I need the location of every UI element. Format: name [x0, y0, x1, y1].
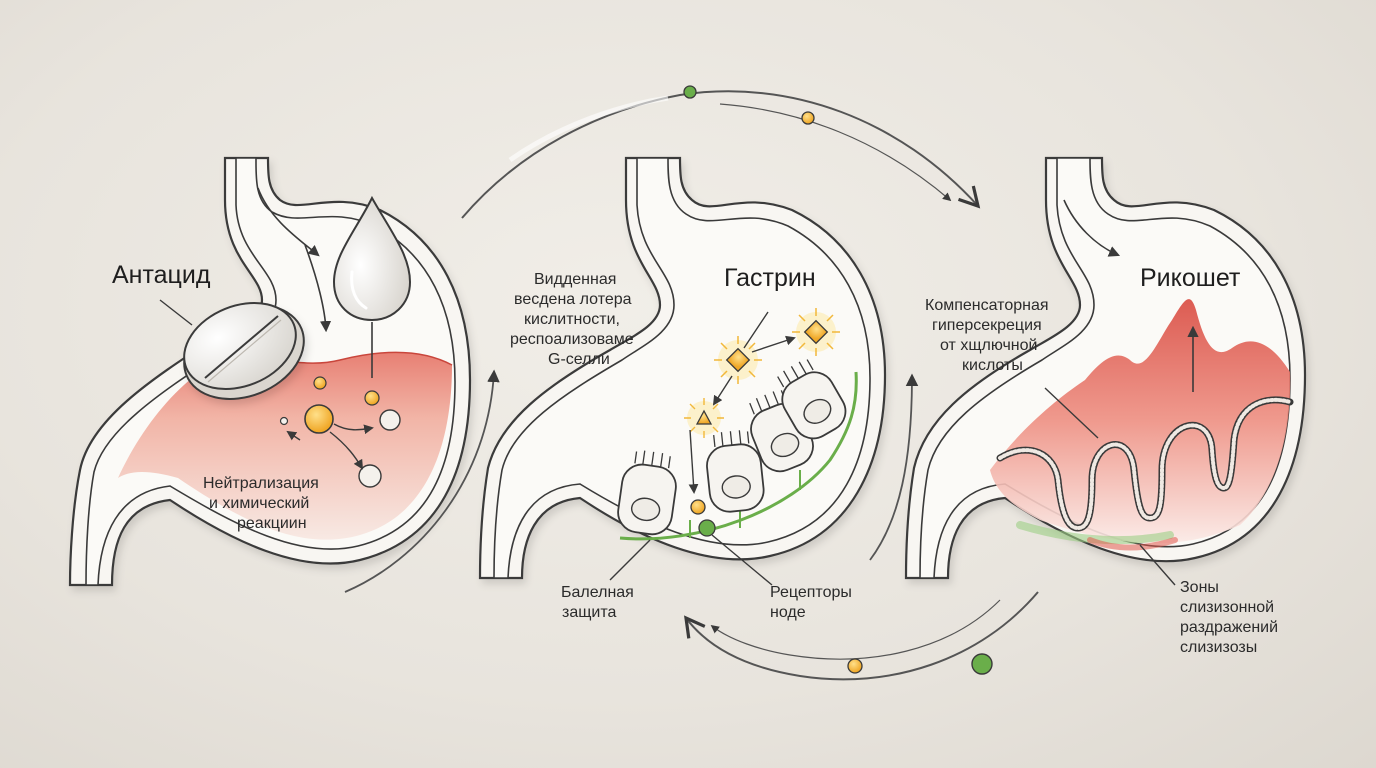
top-cycle-arrow: [461, 90, 981, 219]
cycle-arrows: [344, 85, 1039, 681]
panel-2-note-line-4: респоализоваме: [510, 331, 634, 348]
bottom-cycle-arrow: [684, 591, 1039, 681]
panel-3-note-line-3: от хщлючной: [940, 337, 1037, 354]
panel-3-title: Рикошет: [1140, 264, 1241, 292]
panel-1-label-line-1: Нейтрализация: [203, 475, 319, 492]
panel-3-note-line-1: Компенсаторная: [925, 297, 1049, 314]
panel-3-bottom-right-line-1: Зоны: [1180, 579, 1219, 596]
panel-2-bottom-right-line-2: ноде: [770, 604, 806, 621]
panel-3-note-line-4: кислоты: [962, 357, 1023, 374]
rugae-folds-icon: [996, 396, 1294, 532]
droplet-icon: [332, 195, 412, 378]
panel-1-title: Антацид: [112, 261, 211, 289]
left-cycle-arrow: [344, 369, 500, 593]
panel-2-bottom-right-line-1: Рецепторы: [770, 584, 852, 601]
panel-3-bottom-right-line-4: слизизозы: [1180, 639, 1257, 656]
g-cell-icon: [617, 359, 847, 536]
panel-2-note-line-2: веcдена лотера: [514, 291, 632, 308]
panel-2-note-line-5: G-селли: [548, 351, 610, 368]
panel-2-note-line-3: кислитности,: [524, 311, 620, 328]
panel-rebound: Рикошет Компенсаторная гиперсекреция от …: [904, 156, 1307, 656]
stomach-2-inner: [493, 157, 871, 579]
panel-3-bottom-right-line-2: слизизонной: [1180, 599, 1274, 616]
panel-2-bottom-left-line-2: защита: [562, 604, 616, 621]
panel-2-bottom-left-line-1: Балелная: [561, 584, 634, 601]
panel-antacid: Антацид Нейтрализация и химический реакц…: [68, 156, 472, 587]
panel-2-title: Гастрин: [724, 264, 816, 292]
panel-2-note-line-1: Видденная: [534, 271, 616, 288]
gastrin-hormone-icon: [684, 308, 840, 438]
antacid-tablet-icon: [183, 302, 305, 400]
middle-cycle-arrow: [869, 373, 919, 561]
panel-3-bottom-right-line-3: раздражений: [1180, 619, 1278, 636]
receptor-dot-icon: [690, 499, 716, 537]
panel-gastrin: Гастрин Видденная веcдена лотера кислитн…: [478, 156, 887, 621]
panel-1-label-line-2: и химический: [209, 495, 309, 512]
panel-3-note-line-2: гиперсекреция: [932, 317, 1042, 334]
panel-1-label-line-3: реакциин: [237, 515, 307, 532]
